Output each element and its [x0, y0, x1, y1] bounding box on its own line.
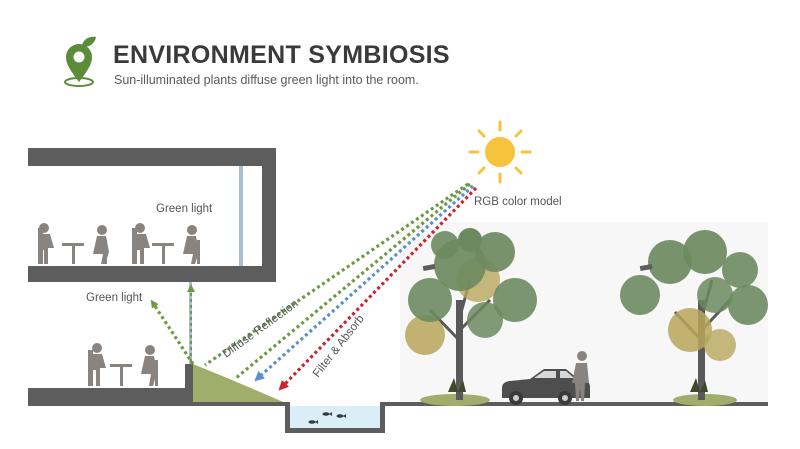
upper-floor-diners [38, 223, 200, 264]
page-subtitle: Sun-illuminated plants diffuse green lig… [114, 73, 419, 87]
grass-slope [193, 364, 288, 404]
sun-icon [468, 120, 532, 184]
red-ray [278, 186, 478, 391]
leaf-location-pin-icon [64, 36, 96, 87]
page-title: ENVIRONMENT SYMBIOSIS [113, 41, 450, 69]
street-lamp [422, 263, 436, 271]
green-ray-diffuse [204, 182, 469, 367]
rgb-model-label: RGB color model [474, 196, 562, 208]
lower-floor-diners [88, 343, 158, 386]
pedestrian-icon [572, 351, 589, 401]
blue-ray [254, 184, 475, 382]
fish-icon [308, 412, 346, 424]
green-light-upper-label: Green light [156, 203, 213, 215]
tree-large-left [405, 228, 537, 406]
tree-large-right [620, 230, 768, 406]
green-ray-into-room [150, 299, 195, 365]
ground [193, 402, 768, 433]
car-icon [502, 369, 590, 405]
street-lamp-right [639, 263, 653, 271]
header: ENVIRONMENT SYMBIOSIS Sun-illuminated pl… [58, 36, 758, 96]
green-ray-incoming [234, 182, 472, 380]
building [28, 148, 276, 406]
green-light-lower-label: Green light [86, 292, 143, 304]
light-rays [150, 182, 478, 391]
